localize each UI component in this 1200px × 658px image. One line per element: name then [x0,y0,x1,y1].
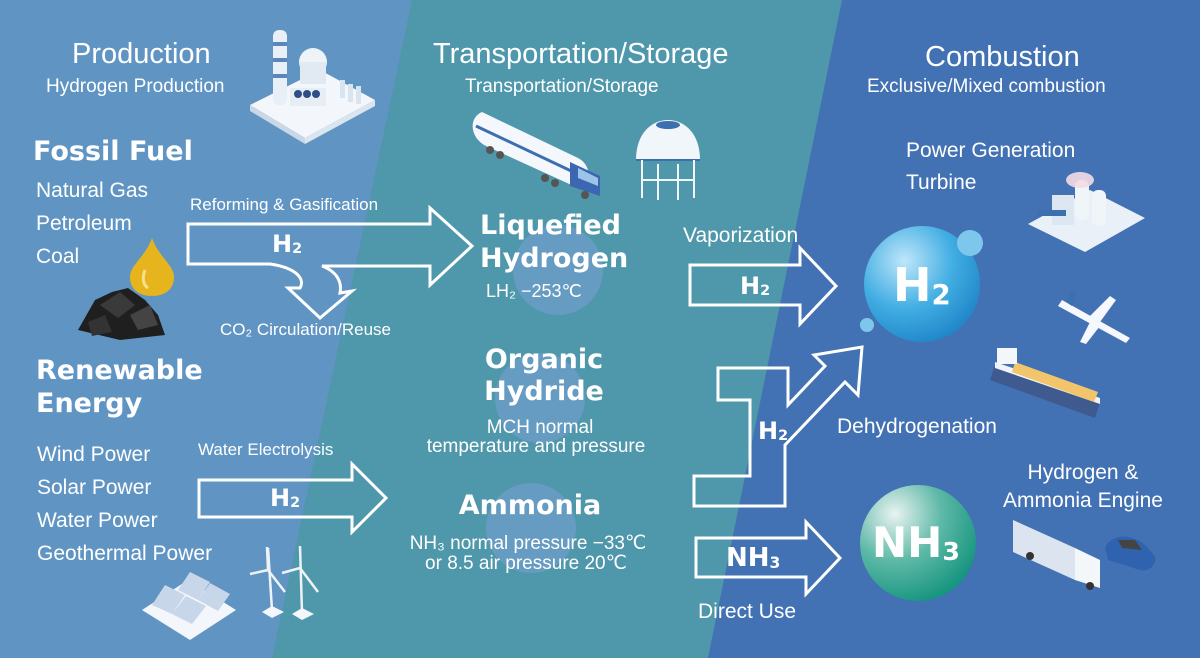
truck-icon [1013,520,1100,590]
h2-sphere [860,226,983,342]
organic-line1: Organic [484,344,604,375]
renewable-item: Geothermal Power [37,542,213,565]
fossil-item: Petroleum [36,212,132,235]
factory-icon [250,30,375,144]
h2-sphere-label: H2 [893,258,951,312]
ship-icon [990,348,1100,418]
oil-drop-icon [130,238,174,296]
engine-label-line2: Ammonia Engine [1003,489,1163,512]
reforming-arrow-label: H2 [272,230,303,258]
direct-use-label: Direct Use [698,600,797,623]
airplane-icon [1058,290,1130,344]
vaporization-label: Vaporization [683,224,799,247]
dehydrogenation-label: Dehydrogenation [837,415,997,438]
vaporization-arrow-label: H2 [740,272,771,300]
renewable-item: Water Power [37,509,158,532]
turbine-label: Turbine [906,171,977,194]
electrolysis-arrow [197,460,389,536]
renewable-heading-line2: Energy [36,388,143,419]
combustion-title: Combustion [925,41,1080,73]
co2-reuse-label: CO₂ Circulation/Reuse [220,320,391,339]
tanker-truck-icon [472,112,600,199]
nh3-sphere-label: NH3 [872,518,960,567]
renewable-item: Wind Power [37,443,151,466]
renewable-item: Solar Power [37,476,152,499]
liquefied-detail: LH₂ −253℃ [486,281,582,301]
fossil-item: Coal [36,245,80,268]
liquefied-line1: Liquefied [480,210,621,241]
nh3-arrow-label: NH3 [726,543,781,573]
wind-turbine-icon [249,545,319,620]
ammonia-title: Ammonia [458,490,602,521]
organic-line2: Hydride [484,376,604,407]
dehydrogenation-arrow [692,345,864,508]
combustion-subtitle: Exclusive/Mixed combustion [867,76,1106,97]
fossil-item: Natural Gas [36,179,149,202]
reforming-arrow [186,204,475,321]
power-plant-icon [1028,172,1145,252]
ammonia-detail1: NH₃ normal pressure −33℃ [409,533,647,554]
engine-label-line1: Hydrogen & [1027,461,1139,484]
production-title: Production [72,38,211,70]
renewable-heading-line1: Renewable [36,355,203,386]
power-generation-label: Power Generation [906,139,1076,162]
organic-detail1: MCH normal [486,417,594,438]
car-icon [1105,536,1156,571]
production-subtitle: Hydrogen Production [46,76,225,97]
nh3-sphere [860,485,976,601]
nh3-direct-arrow [694,518,843,598]
electrolysis-label: Water Electrolysis [198,440,334,459]
liquefied-line2: Hydrogen [480,243,629,274]
transport-title: Transportation/Storage [433,38,729,70]
electrolysis-arrow-label: H2 [270,484,301,512]
coal-pile-icon [78,288,165,340]
vaporization-arrow [688,244,839,328]
reforming-label: Reforming & Gasification [190,195,379,214]
solar-panel-icon [142,572,236,640]
transport-subtitle: Transportation/Storage [465,76,659,97]
fossil-fuel-heading: Fossil Fuel [33,136,193,167]
dehydrogenation-arrow-label: H2 [758,417,789,445]
organic-detail2: temperature and pressure [426,436,646,457]
ammonia-detail2: or 8.5 air pressure 20℃ [425,553,627,574]
storage-tank-icon [636,120,700,200]
